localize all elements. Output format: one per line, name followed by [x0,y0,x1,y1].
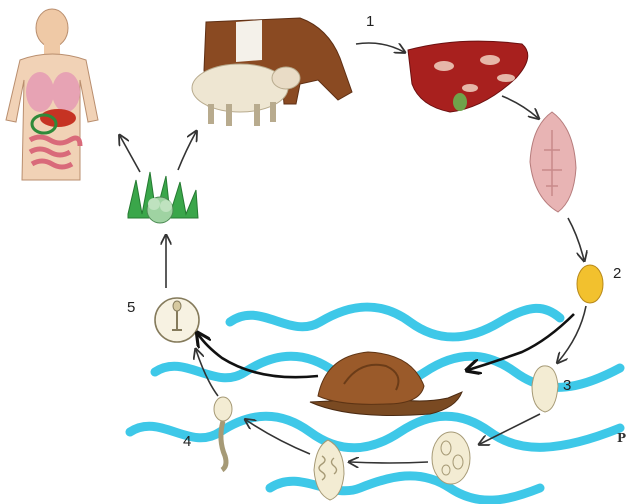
adult-liver-fluke-icon [530,112,576,212]
arrow-grass-to-human [120,136,140,172]
arrow-liver-to-fluke [502,96,538,118]
arrow-fluke-to-egg [568,218,584,260]
stage-label-3: 3 [563,377,571,394]
liver-icon [408,41,528,112]
stage-label-1: 1 [366,13,374,30]
miracidium-icon [532,366,558,412]
stage-label-2: 2 [613,265,621,282]
sporocyst-icon [432,432,470,484]
arrow-livestock-to-liver [356,43,404,52]
metacercaria-cyst-icon [155,298,199,342]
grass-plant-icon [128,172,198,223]
stage-label-4: 4 [183,433,191,450]
arrow-grass-to-livestock [178,132,196,170]
corner-mark: P [617,431,626,445]
arrow-sporocyst-to-redia [350,462,428,463]
egg-icon [577,265,603,303]
stage-label-5: 5 [127,299,135,316]
human-anatomy-icon [6,9,98,180]
cow-and-sheep-icon [192,18,352,126]
